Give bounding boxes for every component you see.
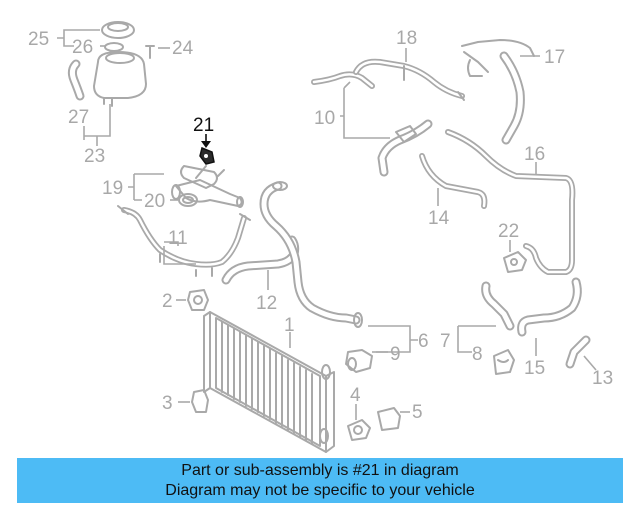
callout-group-19: [128, 173, 164, 201]
flange-9-part: [345, 349, 388, 373]
callout-22[interactable]: 22: [498, 221, 519, 242]
radiator-part: [203, 311, 335, 453]
callout-group-23-27: [83, 104, 111, 146]
callout-15[interactable]: 15: [524, 358, 545, 379]
hose-13-part: [565, 335, 597, 371]
thermostat-housing-part: [171, 165, 244, 208]
callout-8[interactable]: 8: [472, 344, 483, 365]
fitting-22-part: [503, 240, 527, 273]
callout-12[interactable]: 12: [256, 293, 277, 314]
sensor-4-part: [347, 404, 371, 441]
coolant-pipe-11-part: [117, 205, 251, 277]
connector-5-part: [377, 407, 410, 431]
callout-11[interactable]: 11: [168, 228, 188, 249]
notice-part-line: Part or sub-assembly is #21 in diagram: [181, 462, 459, 479]
callout-23[interactable]: 23: [84, 146, 105, 167]
callout-6[interactable]: 6: [418, 331, 429, 352]
callout-7[interactable]: 7: [440, 331, 451, 352]
hose-15-part: [517, 277, 582, 356]
hose-7-part: [481, 281, 515, 331]
hose-8-part: [493, 349, 515, 375]
coolant-pipe-14-part: [419, 153, 488, 209]
callout-21[interactable]: 21: [193, 115, 214, 136]
bracket-2-part: [176, 289, 209, 311]
callout-16[interactable]: 16: [524, 144, 545, 165]
cap-seal-part: [104, 42, 124, 52]
sensor-21-part: [199, 134, 215, 165]
callout-group-10: [340, 81, 390, 139]
callout-5[interactable]: 5: [412, 402, 423, 423]
callout-24[interactable]: 24: [172, 38, 194, 59]
callout-25[interactable]: 25: [28, 29, 49, 50]
radiator-hose-upper-part: [259, 181, 363, 328]
callout-20[interactable]: 20: [144, 191, 165, 212]
callout-18[interactable]: 18: [396, 28, 417, 49]
callout-19[interactable]: 19: [102, 178, 123, 199]
callout-17[interactable]: 17: [544, 47, 565, 68]
reservoir-cap-part: [101, 21, 135, 39]
callout-group-6: [368, 325, 418, 353]
gasket-20-part: [170, 193, 198, 207]
callout-26[interactable]: 26: [72, 37, 93, 58]
callout-13[interactable]: 13: [592, 368, 613, 389]
callout-group-7: [457, 325, 496, 353]
notice-disclaimer-line: Diagram may not be specific to your vehi…: [165, 482, 475, 499]
callout-27[interactable]: 27: [68, 107, 89, 128]
callout-2[interactable]: 2: [162, 291, 173, 312]
callout-9[interactable]: 9: [390, 344, 401, 365]
callout-3[interactable]: 3: [162, 393, 173, 414]
callout-14[interactable]: 14: [428, 208, 450, 229]
bracket-3-part: [178, 389, 209, 413]
callout-1[interactable]: 1: [284, 315, 295, 336]
callout-10[interactable]: 10: [314, 108, 335, 129]
coolant-pipe-16-part: [445, 129, 576, 275]
coolant-pipe-18-part: [353, 48, 465, 101]
screw-24-part: [145, 45, 170, 59]
hose-10-part: [311, 71, 433, 177]
hose-17-part: [461, 39, 540, 145]
callout-4[interactable]: 4: [350, 385, 361, 406]
expansion-tank-part: [93, 51, 147, 107]
diagram-notice-banner: Part or sub-assembly is #21 in diagram D…: [17, 458, 623, 503]
tank-hose-27-part: [67, 59, 85, 101]
